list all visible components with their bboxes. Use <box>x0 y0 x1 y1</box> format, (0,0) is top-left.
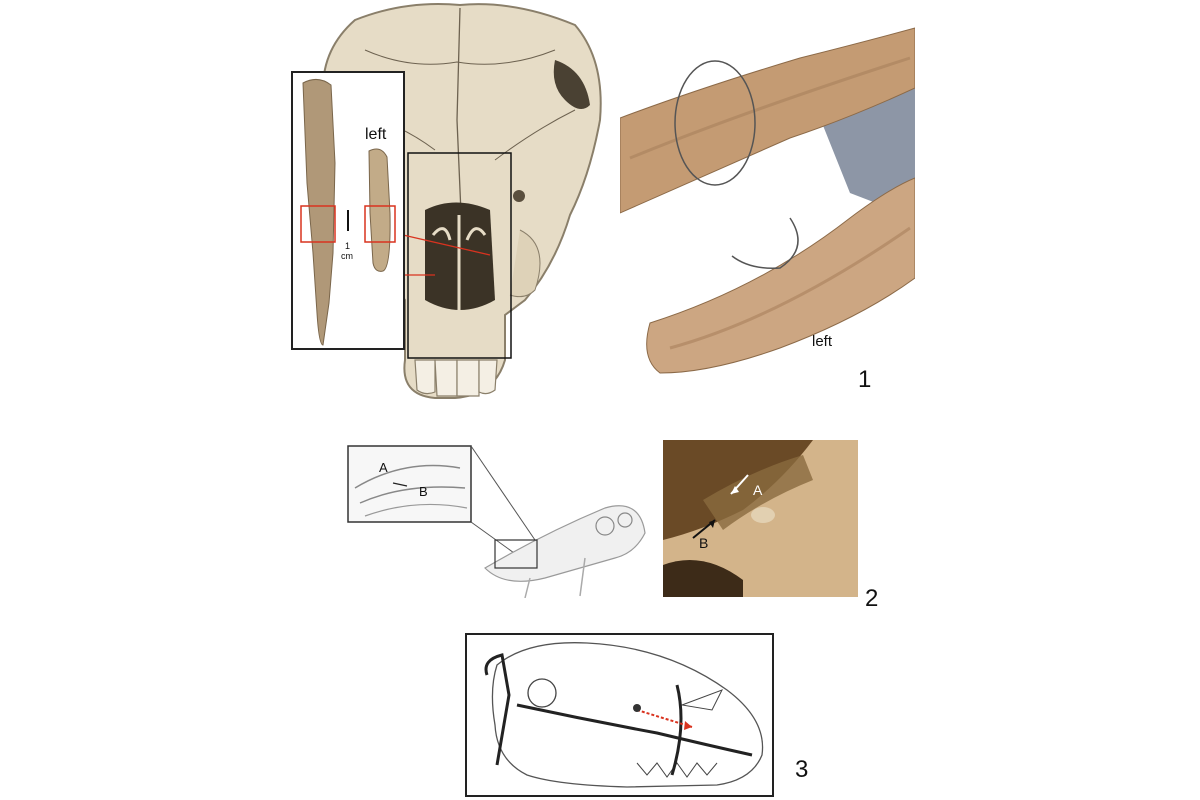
bone-fragment-inset: 1 cm left <box>291 71 405 350</box>
sketch-zoom-region <box>494 539 538 569</box>
lower-bone <box>646 177 915 374</box>
long-bone-fragment <box>302 79 336 346</box>
inset-left-label: left <box>365 126 387 143</box>
short-fragment-marker <box>364 205 396 243</box>
sketch-label-b: B <box>419 484 428 499</box>
scale-value: 1 <box>345 241 350 251</box>
photo-label-b: B <box>699 535 708 551</box>
short-bone-fragment <box>368 148 391 272</box>
small-skull-sketch <box>484 505 646 582</box>
sketch-label-a: A <box>379 460 388 475</box>
skull-bit-sketch: A B <box>347 445 646 598</box>
nasal-region-box <box>407 152 512 359</box>
upper-bone <box>620 27 915 214</box>
incisor-teeth <box>414 359 498 397</box>
sketch-zoom-inset <box>347 445 472 523</box>
long-fragment-marker <box>300 205 336 243</box>
scale-unit: cm <box>341 251 353 261</box>
bridle-noseband <box>516 703 753 757</box>
wear-marker-lower <box>731 217 799 269</box>
nasal-photo: A B <box>663 440 858 597</box>
bit-path-arrow <box>636 709 693 728</box>
eye-socket <box>527 678 557 708</box>
panel-number-3: 3 <box>795 756 809 783</box>
bridle-drawing <box>465 633 774 797</box>
teeth-row <box>636 762 718 778</box>
horse-head-outline <box>491 642 764 788</box>
photo-left-label: left <box>812 333 833 350</box>
photo-label-a: A <box>753 482 763 498</box>
wear-marker-upper <box>674 60 756 186</box>
panel-number-1: 1 <box>858 366 872 393</box>
panel-number-2: 2 <box>865 585 879 612</box>
bone-photo: left <box>620 18 915 398</box>
